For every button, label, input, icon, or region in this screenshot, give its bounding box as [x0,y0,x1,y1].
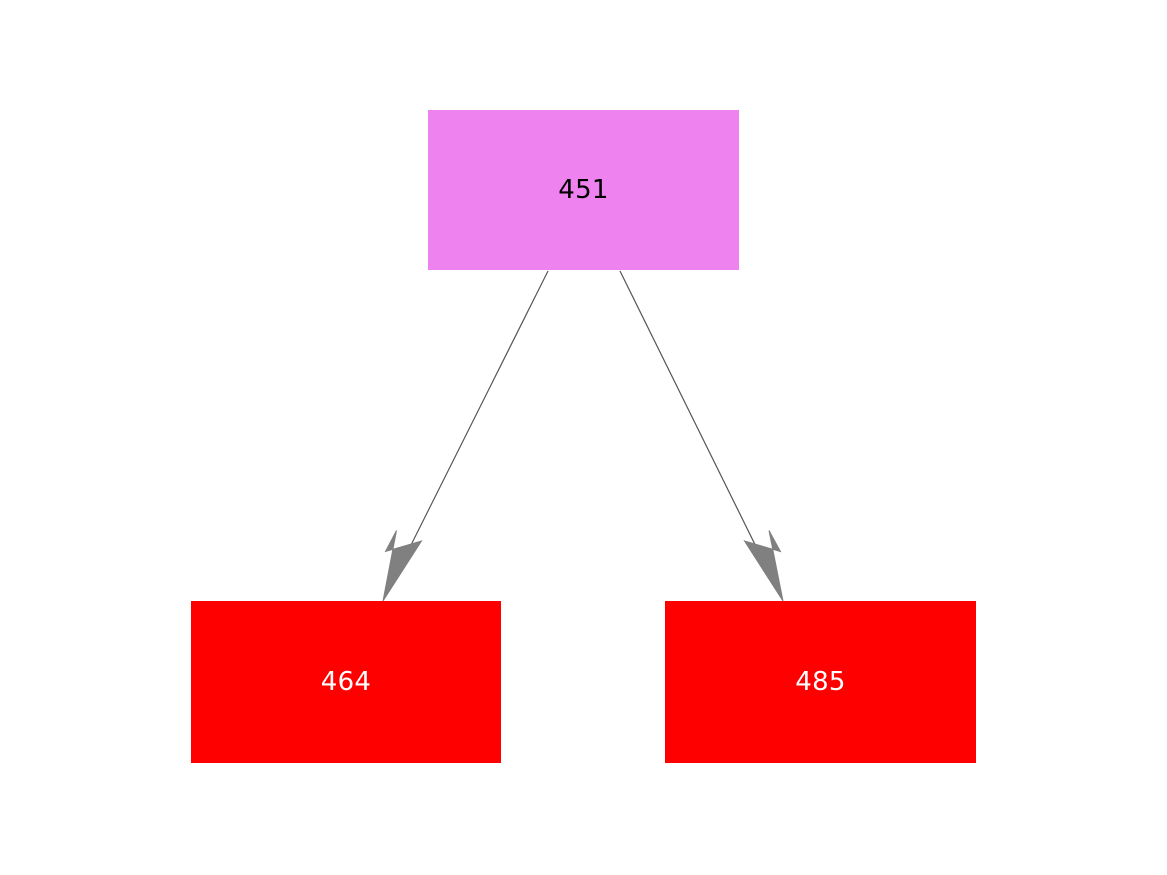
node-label-451: 451 [558,175,609,205]
edge-line-451-464 [391,270,549,583]
graph-node-451[interactable]: 451 [428,110,739,270]
edge-arrowhead-451-485 [743,530,784,602]
edge-arrowhead-451-464 [382,530,423,602]
node-label-485: 485 [795,667,846,697]
node-label-464: 464 [320,667,372,697]
graph-node-464[interactable]: 464 [191,601,501,763]
graph-node-485[interactable]: 485 [665,601,976,763]
edge-451-to-485 [619,270,784,602]
edge-451-to-464 [382,270,549,602]
edge-line-451-485 [619,270,775,583]
